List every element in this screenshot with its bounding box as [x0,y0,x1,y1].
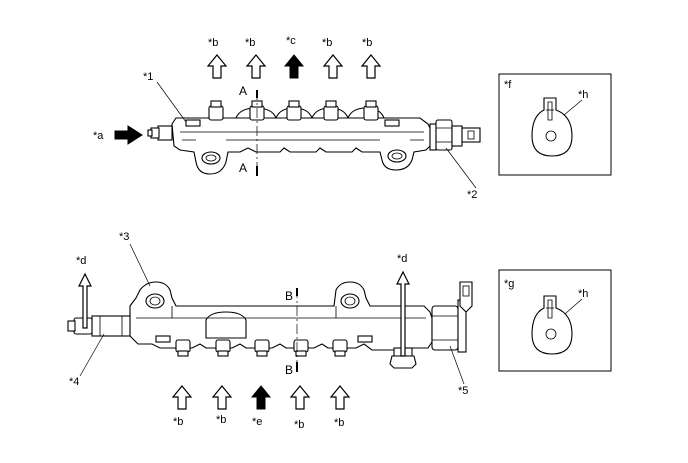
bottom-fuel-rail [67,281,473,372]
fuel-out-arrow-b-8 [329,385,351,410]
callout-3: *3 [119,231,129,243]
callout-b-bottom-3: *b [294,419,304,431]
callout-f: *f [504,79,512,91]
callout-b-top-4: *b [362,37,372,49]
fuel-out-arrow-b-7 [289,385,311,410]
leader-4 [79,333,105,377]
fuel-out-arrow-b-1 [206,54,228,79]
callout-b-bottom-2: *b [216,414,226,426]
section-label-b-bottom: B [285,363,293,377]
fuel-out-arrow-c [283,54,305,79]
fuel-out-arrow-b-4 [360,54,382,79]
callout-a: *a [93,130,104,142]
callout-4: *4 [69,376,79,388]
callout-d-left: *d [76,255,86,267]
bottom-pressure-sensor [431,281,473,353]
section-label-b-top: B [285,289,293,303]
callout-b-top-3: *b [322,37,332,49]
top-outlet-fittings [208,100,379,121]
top-fuel-rail [147,90,481,176]
leader-1 [156,81,187,123]
callout-h-g: *h [578,288,588,300]
callout-5: *5 [458,385,468,397]
top-inlet-union [147,125,173,141]
leader-2 [445,147,477,189]
detail-box-f: *f *h [498,73,612,176]
callout-g: *g [504,278,514,290]
callout-b-bottom-4: *b [334,417,344,429]
fuel-out-arrow-b-6 [211,385,233,410]
callout-d-right: *d [397,253,407,265]
fuel-out-arrow-b-3 [322,54,344,79]
bottom-left-union [67,315,131,337]
callout-e: *e [252,416,262,428]
top-pressure-sensor [429,119,481,151]
leader-5 [449,345,465,385]
callout-c: *c [286,35,296,47]
removal-arrow-right: *d [396,253,410,357]
callout-1: *1 [143,71,153,83]
fuel-out-arrow-b-5 [171,385,193,410]
leader-3 [129,243,151,287]
fuel-out-arrow-e [250,385,272,410]
bottom-outlet-fittings [175,339,348,357]
top-flow-arrows: *b *b *c *b *b [206,35,382,79]
callout-b-bottom-1: *b [173,416,183,428]
callout-2: *2 [467,189,477,201]
fuel-out-arrow-b-2 [245,54,267,79]
callout-h-f: *h [578,89,588,101]
bottom-flow-arrows: *b *b *e *b *b [171,385,351,431]
detail-box-g: *g *h [498,269,612,372]
section-label-a-top: A [239,84,247,98]
callout-b-top-2: *b [245,37,255,49]
removal-arrow-left: *d [76,255,92,329]
section-label-a-bottom: A [239,161,247,175]
fuel-in-arrow-a [114,125,143,145]
callout-b-top-1: *b [208,37,218,49]
